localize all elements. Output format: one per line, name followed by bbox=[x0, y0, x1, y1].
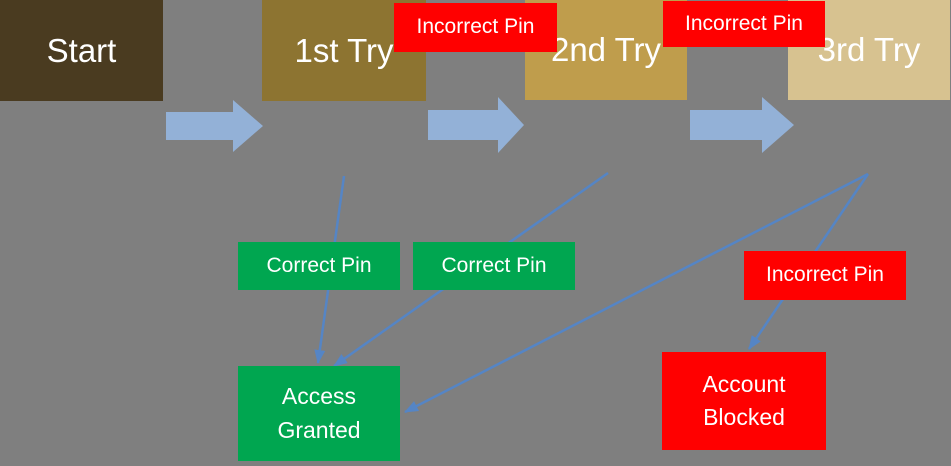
edge-label-incorrect-pin-3: Incorrect Pin bbox=[744, 251, 906, 300]
flow-arrow-first-to-second-try bbox=[428, 97, 524, 153]
edge-label-incorrect-pin-1: Incorrect Pin bbox=[394, 3, 557, 52]
connector-third-try-to-access-granted bbox=[404, 172, 869, 414]
edge-label-incorrect-pin-2: Incorrect Pin bbox=[663, 1, 825, 47]
node-access-granted: Access Granted bbox=[238, 366, 400, 461]
flow-arrow-start-to-first-try bbox=[166, 100, 263, 152]
flow-arrow-second-to-third-try bbox=[690, 97, 794, 153]
edge-label-correct-pin-2: Correct Pin bbox=[413, 242, 575, 290]
node-account-blocked: Account Blocked bbox=[662, 352, 826, 450]
edge-label-correct-pin-1: Correct Pin bbox=[238, 242, 400, 290]
node-start: Start bbox=[0, 0, 163, 101]
